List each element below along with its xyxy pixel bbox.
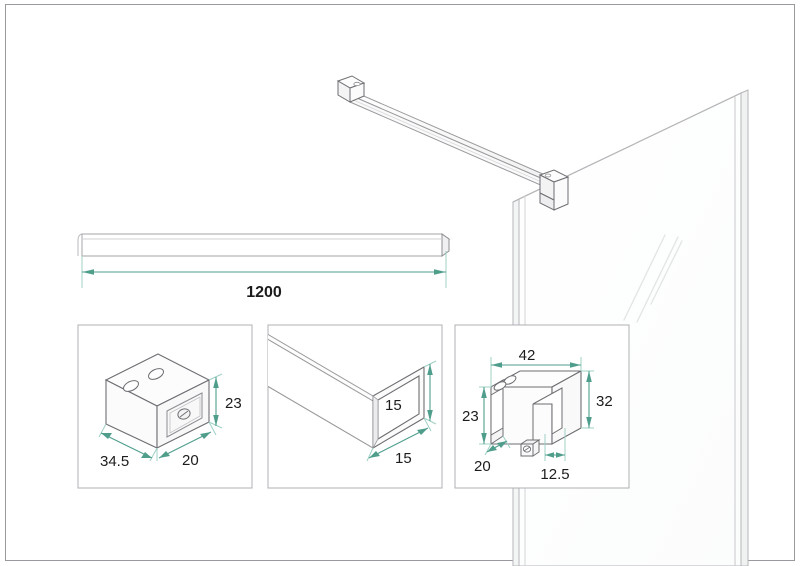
glass-clamp-bracket bbox=[538, 169, 570, 211]
dimension-20-group bbox=[156, 421, 217, 461]
dimension-bracket-20-group bbox=[484, 435, 511, 456]
dimension-tube-15-vertical-group bbox=[423, 360, 437, 425]
dimension-34-5-group bbox=[98, 423, 158, 462]
dimension-bracket-23-group bbox=[479, 386, 491, 445]
dimension-42-group bbox=[490, 357, 582, 387]
dimension-label-12-5: 12.5 bbox=[540, 466, 569, 483]
dimension-23-group bbox=[208, 373, 223, 429]
dimension-12-5-group bbox=[544, 428, 566, 461]
dimension-32-group bbox=[581, 370, 594, 429]
bar-end-cap bbox=[336, 75, 366, 103]
glass-reflection-lines bbox=[623, 234, 683, 323]
square-tube-isometric bbox=[268, 333, 425, 450]
bar-profile-view bbox=[77, 233, 451, 257]
dimension-label-tube-15-horizontal: 15 bbox=[395, 450, 412, 467]
end-cap-bracket-isometric bbox=[104, 353, 211, 449]
dimension-label-42: 42 bbox=[519, 347, 536, 364]
sheet-border bbox=[5, 4, 795, 561]
dimension-label-bracket-20: 20 bbox=[474, 458, 491, 475]
dimension-line-1200 bbox=[82, 269, 446, 275]
dimension-label-20: 20 bbox=[182, 452, 199, 469]
dimension-tube-15-horizontal-group bbox=[366, 417, 432, 462]
dimension-label-34-5: 34.5 bbox=[100, 453, 129, 470]
dimension-label-23: 23 bbox=[225, 395, 242, 412]
dimension-label-32: 32 bbox=[596, 393, 613, 410]
dimension-label-tube-15-vertical: 15 bbox=[385, 397, 402, 414]
dimension-label-1200: 1200 bbox=[246, 284, 282, 301]
dimension-label-bracket-23: 23 bbox=[462, 408, 479, 425]
